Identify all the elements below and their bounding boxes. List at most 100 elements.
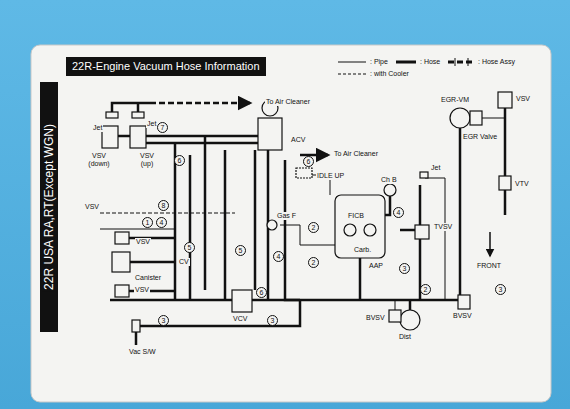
drawing-part [224,150,227,300]
drawing-part [389,310,401,322]
drawing-part [150,102,250,105]
model-band-text: 22R USA RA,RT(Except WGN) [42,122,56,292]
drawing-part [136,300,300,326]
part-label: FICB [347,212,365,220]
drawing-part [468,58,469,66]
part-label: VSV [84,203,100,211]
part-label: EGR Valve [462,133,498,141]
side-band [40,82,58,332]
drawing-part [396,61,416,64]
card [31,45,551,402]
legend-text: : Hose Assy [478,58,515,66]
callout-number: 5 [184,242,195,253]
drawing-part [267,220,277,230]
callout-number: 5 [235,245,246,256]
drawing-part [285,160,300,300]
drawing-part [174,143,177,300]
title-band: 22R-Engine Vacuum Hose Information [66,57,266,76]
part-label: Jet [92,124,103,132]
callout-number: 3 [495,284,506,295]
part-label: VSV (up) [133,152,161,168]
callout-number: 6 [303,156,314,167]
part-label: Jet [146,120,157,128]
legend-text: : with Cooler [370,70,409,78]
part-label: Vac S/W [128,348,157,356]
part-label: ACV [290,136,306,144]
part-label: VSV [134,286,150,294]
part-label: Dist [398,333,412,341]
drawing-part [258,118,282,150]
drawing-part [100,213,235,214]
drawing-part [470,111,482,125]
drawing-part [338,74,366,75]
part-label: TVSV [433,223,453,231]
drawing-part [232,290,252,312]
drawing-part [254,150,257,290]
drawing-part [100,229,175,230]
drawing-part [384,184,396,196]
callout-number: 6 [174,155,185,166]
drawing-part [115,285,129,297]
drawing-part [359,258,362,300]
part-label: Ch B [380,176,398,184]
part-label: BVSV [365,314,386,322]
drawing-part [458,295,470,309]
drawing-part [455,58,456,66]
drawing-part [102,126,118,148]
part-label: VTV [514,180,530,188]
drawing-part [112,252,130,272]
callout-number: 3 [399,263,410,274]
callout-number: 4 [393,207,404,218]
drawing-part [189,155,192,300]
part-label: IDLE UP [316,172,345,180]
drawing-part [400,310,420,330]
callout-number: 3 [158,315,169,326]
part-label: FRONT [476,262,502,270]
drawing-part [137,103,140,112]
drawing-part [146,142,258,145]
drawing-part [132,112,144,118]
part-label: Jet [430,164,441,172]
drawing-part [498,92,512,108]
callout-number: 8 [158,200,169,211]
drawing-part [499,176,511,190]
callout-number: 1 [142,217,153,228]
drawing-part [110,299,470,302]
drawing-part [115,232,129,244]
drawing-part [385,196,390,215]
callout-number: 4 [273,251,284,262]
drawing-part [135,332,138,345]
part-label: BVSV [452,312,473,320]
drawing-part [459,128,462,300]
drawing-part [296,168,312,178]
drawing-part [409,300,412,310]
drawing-part [130,126,146,148]
part-label: AAP [368,262,384,270]
drawing-part [338,62,366,63]
callout-number: 6 [256,287,267,298]
drawing-part [450,108,470,128]
drawing-part [504,190,507,215]
drawing-part [364,224,376,236]
part-label: VSV [135,238,151,246]
drawing-part [480,118,505,119]
drawing-part [132,320,140,332]
drawing-part [344,224,356,236]
hoses [110,103,505,345]
front-arrow [489,232,491,256]
legend-text: : Pipe [370,58,388,66]
callout-number: 2 [308,257,319,268]
drawing-part [420,172,428,178]
pipes [100,118,505,310]
part-label: EGR-VM [440,96,470,104]
callout-number: 2 [308,222,319,233]
part-label: Carb. [353,246,372,254]
part-label: Canister [134,274,162,282]
components [102,92,512,332]
drawing-part [112,103,150,112]
drawing-part [335,195,385,258]
part-label: Gas F [276,212,297,220]
drawing-part [419,185,422,300]
drawing-part [130,261,175,264]
